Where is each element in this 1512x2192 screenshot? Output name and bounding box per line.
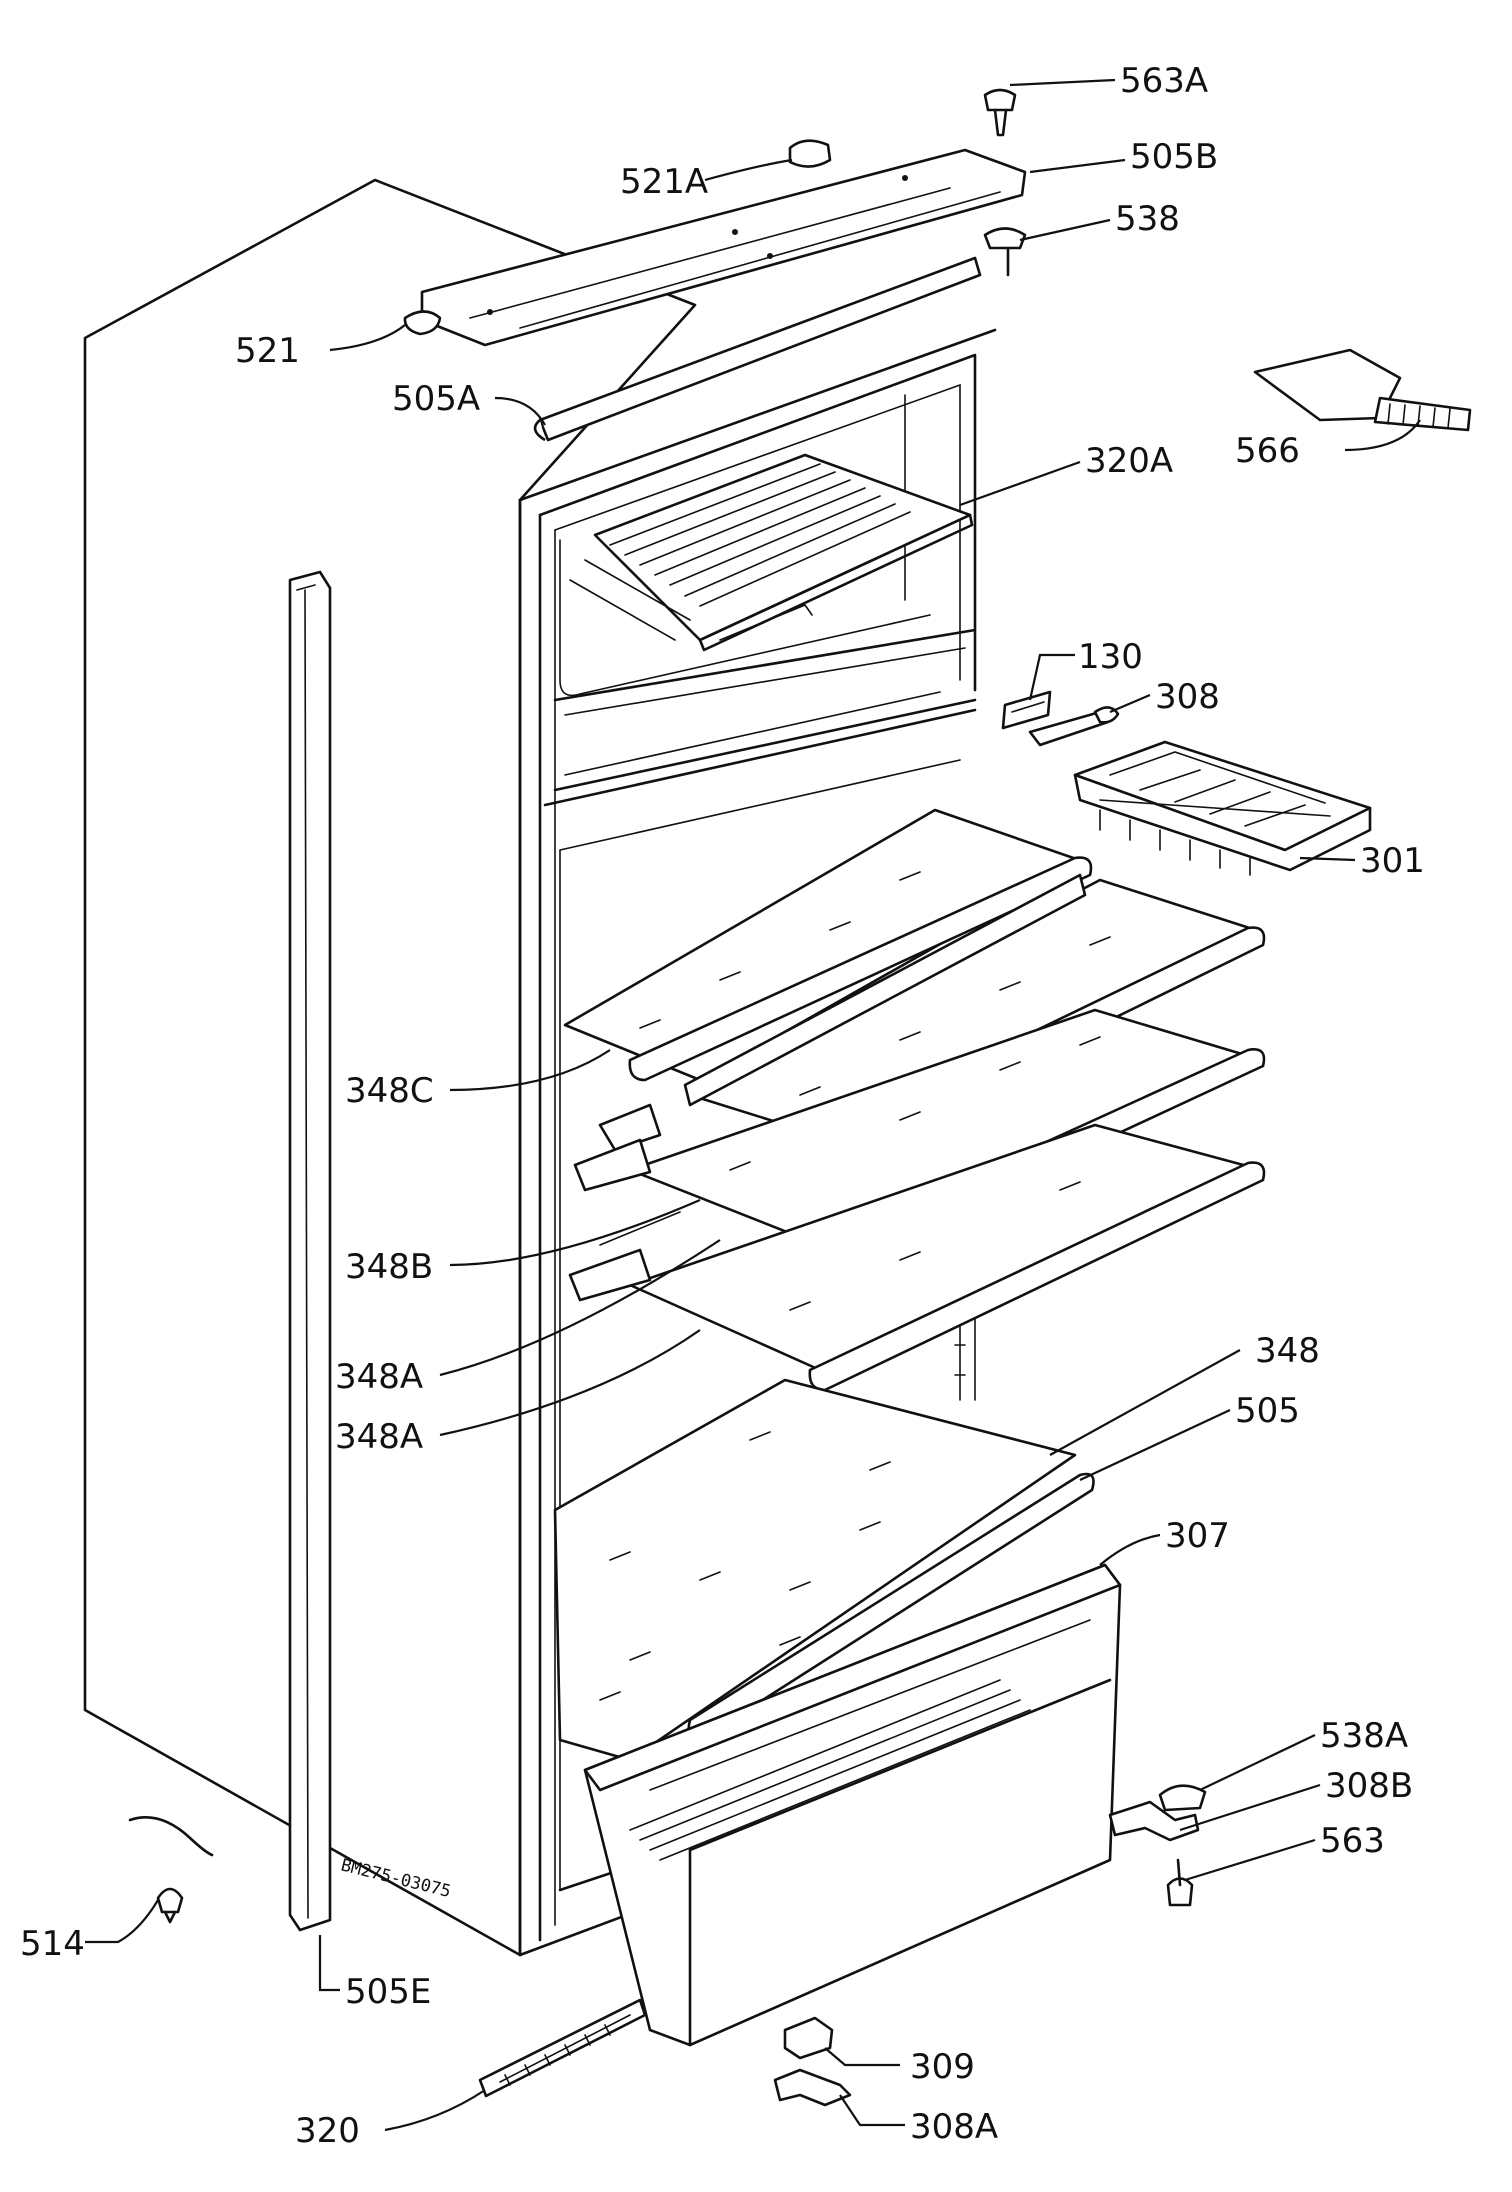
callout-308: 308 (1155, 677, 1220, 717)
callout-563a: 563A (1120, 61, 1208, 101)
callout-348a-lower: 348A (335, 1417, 423, 1457)
callout-348b: 348B (345, 1247, 433, 1287)
ice-tray-301 (1073, 740, 1372, 876)
crisper-drawer-307 (583, 1563, 1122, 2047)
foot-514 (128, 1816, 214, 1924)
callout-348: 348 (1255, 1331, 1320, 1371)
callout-309: 309 (910, 2047, 975, 2087)
callout-labels: 563A 505B 521A 538 521 505A 566 320A 130… (20, 61, 1425, 2151)
cabinet-body (83, 178, 997, 1957)
hinge-538a (1158, 1784, 1207, 1812)
callout-566: 566 (1235, 431, 1300, 471)
bracket-308b (1108, 1800, 1200, 1842)
freezer-grid-shelf-320a (569, 453, 974, 652)
screw-563 (1166, 1858, 1194, 1907)
hinge-538 (983, 227, 1027, 277)
bracket-308a (773, 2068, 852, 2107)
callout-308a: 308A (910, 2107, 998, 2147)
callout-301: 301 (1360, 841, 1425, 881)
callout-307: 307 (1165, 1516, 1230, 1556)
door-gasket-505e (288, 570, 332, 1932)
hinge-cap-521 (403, 310, 442, 336)
callout-320a: 320A (1085, 441, 1173, 481)
top-cover-505b (420, 148, 1027, 347)
rail-320 (478, 1998, 647, 2098)
glass-shelf-upper (563, 808, 1093, 1082)
cap-309 (783, 2016, 834, 2060)
front-trim-505a (533, 256, 982, 442)
drawing-code: BM275-03075 (339, 1855, 453, 1902)
leader-lines (85, 78, 1421, 2132)
glass-shelf-348a (568, 1123, 1266, 1392)
callout-563: 563 (1320, 1821, 1385, 1861)
callout-538: 538 (1115, 199, 1180, 239)
callout-130: 130 (1078, 637, 1143, 677)
screw-563a (983, 88, 1017, 137)
callout-505b: 505B (1130, 137, 1218, 177)
hinge-cap-521a (788, 139, 832, 168)
callout-514: 514 (20, 1924, 85, 1964)
callout-505: 505 (1235, 1391, 1300, 1431)
callout-505e: 505E (345, 1972, 431, 2012)
callout-521a: 521A (620, 162, 708, 202)
callout-308b: 308B (1325, 1766, 1413, 1806)
callout-521: 521 (235, 331, 300, 371)
clip-130 (1001, 690, 1052, 730)
callout-348a-upper: 348A (335, 1357, 423, 1397)
callout-320: 320 (295, 2111, 360, 2151)
ice-scraper-566 (1253, 348, 1472, 432)
callout-538a: 538A (1320, 1716, 1408, 1756)
callout-505a: 505A (392, 379, 480, 419)
callout-348c: 348C (345, 1071, 434, 1111)
